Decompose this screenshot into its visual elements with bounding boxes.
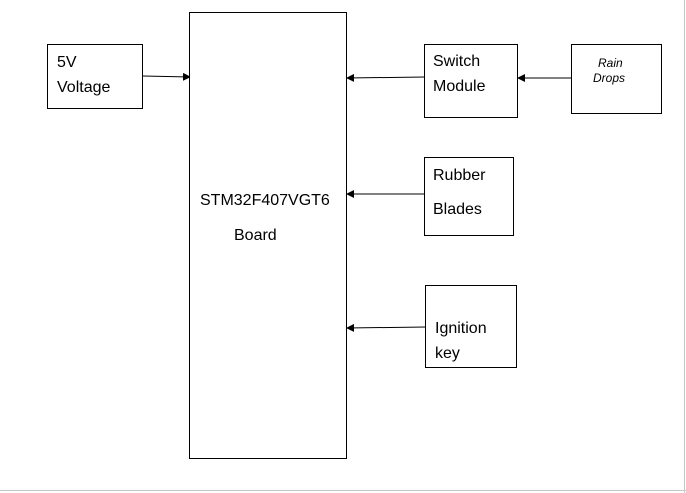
rubber-blades-node: Rubber Blades — [424, 157, 514, 236]
board-label-line1: STM32F407VGT6 — [200, 192, 330, 209]
voltage-label-line2: Voltage — [57, 79, 111, 96]
switch-label-line2: Module — [433, 78, 486, 95]
rain-label-line1: Rain — [598, 56, 623, 70]
canvas-edge-right — [684, 0, 685, 493]
blades-label-line2: Blades — [433, 201, 482, 218]
board-node: STM32F407VGT6 Board — [189, 12, 347, 459]
switch-label-line1: Switch — [433, 53, 481, 70]
voltage-label-line1: 5V — [57, 54, 77, 71]
canvas-edge-bottom — [0, 490, 686, 491]
voltage-node: 5V Voltage — [47, 44, 143, 109]
arrow-voltage-to-board — [142, 72, 191, 81]
ignition-key-node: Ignition key — [425, 285, 517, 368]
ignition-label-line1: Ignition — [435, 320, 487, 337]
arrow-ignition-to-board — [346, 323, 427, 332]
ignition-label-line2: key — [435, 345, 460, 362]
arrow-switch-to-board — [346, 73, 426, 82]
switch-module-node: Switch Module — [424, 44, 518, 118]
rain-drops-node: Rain Drops — [571, 44, 662, 114]
blades-label-line1: Rubber — [433, 167, 486, 184]
rain-label-line2: Drops — [593, 71, 626, 85]
board-label-line2: Board — [234, 227, 277, 244]
